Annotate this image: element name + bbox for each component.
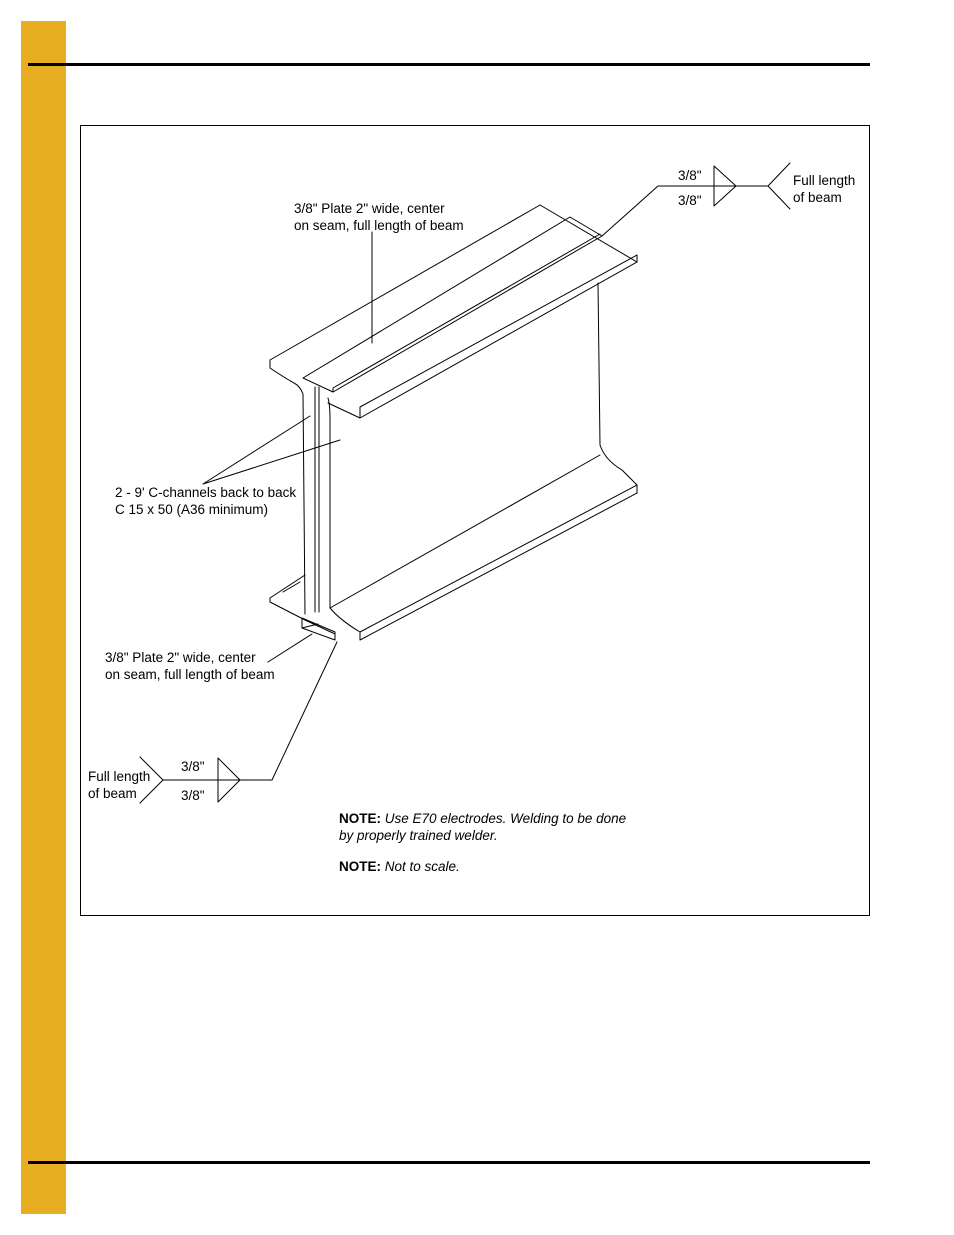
- top-flange: [269, 204, 638, 615]
- channels-label-line2: C 15 x 50 (A36 minimum): [115, 502, 269, 517]
- note2-text: Not to scale.: [384, 859, 460, 874]
- bottom-flange: [269, 454, 638, 641]
- weld-top-size-below: 3/8": [678, 193, 702, 208]
- weld-top-tail-line1: Full length: [793, 173, 856, 188]
- leader-channels: [202, 415, 341, 485]
- note-electrodes: NOTE: Use E70 electrodes. Welding to be …: [339, 810, 626, 827]
- note1-prefix: NOTE:: [339, 811, 381, 826]
- top-plate-label-line2: on seam, full length of beam: [294, 218, 464, 233]
- note2-prefix: NOTE:: [339, 859, 381, 874]
- weld-bottom-tail-line1: Full length: [88, 769, 151, 784]
- header-rule: [28, 63, 870, 66]
- web: [314, 282, 638, 613]
- note1-line2: by properly trained welder.: [339, 828, 498, 843]
- channels-label-line1: 2 - 9' C-channels back to back: [115, 485, 297, 500]
- top-plate-label-line1: 3/8" Plate 2" wide, center: [294, 201, 445, 216]
- weld-top-size-above: 3/8": [678, 168, 702, 183]
- bottom-plate-label-line1: 3/8" Plate 2" wide, center: [105, 650, 256, 665]
- bottom-plate-label-line2: on seam, full length of beam: [105, 667, 275, 682]
- weld-symbol-bottom: [139, 641, 338, 804]
- weld-bottom-tail-line2: of beam: [88, 786, 137, 801]
- weld-bottom-size-below: 3/8": [181, 788, 205, 803]
- weld-symbol-top: [601, 162, 791, 237]
- bottom-plate: [301, 617, 336, 641]
- note-electrodes-line2: by properly trained welder.: [339, 827, 498, 844]
- figure-frame: [80, 125, 870, 916]
- weld-bottom-size-above: 3/8": [181, 759, 205, 774]
- note1-line1: Use E70 electrodes. Welding to be done: [384, 811, 627, 826]
- footer-rule: [28, 1161, 870, 1164]
- weld-top-tail-line2: of beam: [793, 190, 842, 205]
- accent-side-bar: [21, 21, 66, 1214]
- leader-bottom-plate: [267, 633, 313, 663]
- note-scale: NOTE: Not to scale.: [339, 858, 460, 875]
